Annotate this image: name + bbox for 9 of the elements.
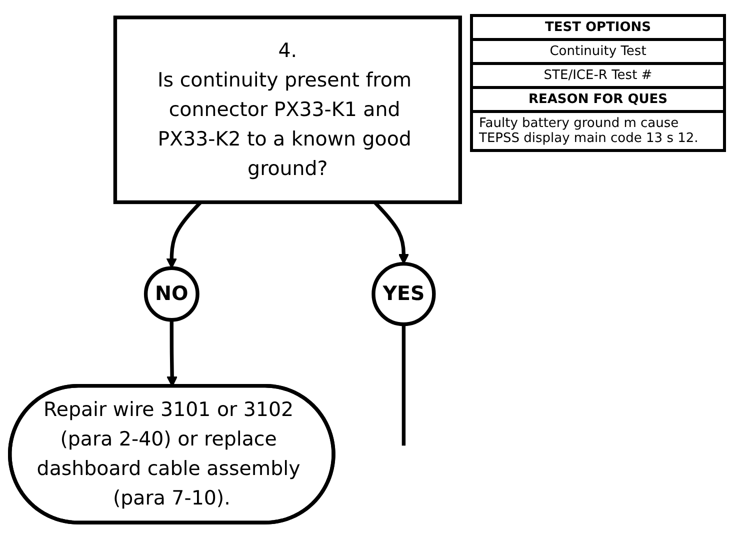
note-text: Faulty battery ground m cause TEPSS display main code 13 s 12. — [478, 115, 700, 148]
node-circle: NO — [144, 266, 200, 322]
table-header: REASON FOR QUES — [473, 89, 723, 113]
table-header: TEST OPTIONS — [473, 17, 723, 41]
table-cell: STE/ICE-R Test # — [473, 65, 723, 89]
node-box: 4. Is continuity present from connector PX33-K1 and PX33-K2 to a known good ground? — [113, 16, 462, 204]
connector — [402, 324, 406, 446]
node-circle: YES — [372, 262, 436, 326]
table-cell: Continuity Test — [473, 41, 723, 65]
